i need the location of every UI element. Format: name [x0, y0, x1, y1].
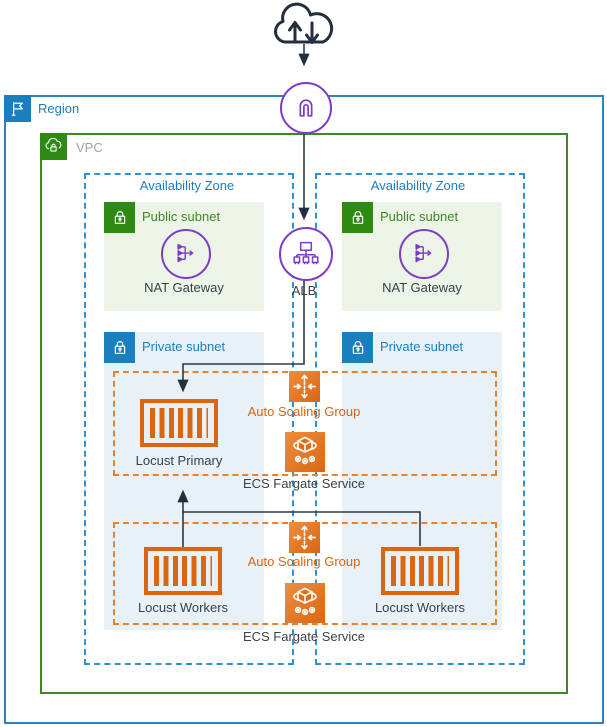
private-subnet-2-lock-icon [342, 332, 373, 363]
auto-scaling-group-2-label: Auto Scaling Group [247, 554, 361, 569]
ecs-fargate-service-1-label: ECS Fargate Service [242, 476, 366, 491]
locust-primary-icon [140, 399, 218, 447]
auto-scaling-icon-1 [289, 371, 320, 402]
public-subnet-2-lock-icon [342, 202, 373, 233]
container-bars [154, 556, 212, 586]
ecs-fargate-icon-1 [285, 432, 325, 472]
vpc-cloud-lock-icon [40, 133, 67, 160]
private-subnet-1-label: Private subnet [142, 339, 226, 354]
locust-workers-2-label: Locust Workers [374, 600, 466, 615]
nat-gateway-2-icon [399, 229, 449, 279]
auto-scaling-icon-2 [289, 522, 320, 553]
locust-workers-1-label: Locust Workers [137, 600, 229, 615]
vpc-label: VPC [76, 140, 103, 155]
public-subnet-1-label: Public subnet [142, 209, 221, 224]
availability-zone-2-box [315, 173, 525, 665]
nat-gateway-1-icon [161, 229, 211, 279]
private-subnet-2-label: Private subnet [380, 339, 464, 354]
locust-workers-1-icon [144, 547, 222, 595]
locust-workers-2-icon [381, 547, 459, 595]
availability-zone-2-label: Availability Zone [370, 178, 466, 193]
public-subnet-1-lock-icon [104, 202, 135, 233]
container-bars [150, 408, 208, 438]
nat-gateway-1-label: NAT Gateway [144, 280, 224, 295]
ecs-fargate-icon-2 [285, 583, 325, 623]
alb-label: ALB [291, 283, 317, 298]
auto-scaling-group-1-label: Auto Scaling Group [247, 404, 361, 419]
internet-gateway-icon [280, 82, 332, 134]
alb-icon [279, 227, 333, 281]
nat-gateway-2-label: NAT Gateway [382, 280, 462, 295]
container-bars [391, 556, 449, 586]
internet-cloud-icon [269, 2, 339, 48]
region-label: Region [38, 101, 80, 116]
public-subnet-2-label: Public subnet [380, 209, 459, 224]
ecs-fargate-service-2-label: ECS Fargate Service [242, 629, 366, 644]
region-flag-icon [4, 95, 31, 122]
locust-primary-label: Locust Primary [135, 453, 223, 468]
availability-zone-1-label: Availability Zone [139, 178, 235, 193]
private-subnet-1-lock-icon [104, 332, 135, 363]
availability-zone-1-box [84, 173, 294, 665]
